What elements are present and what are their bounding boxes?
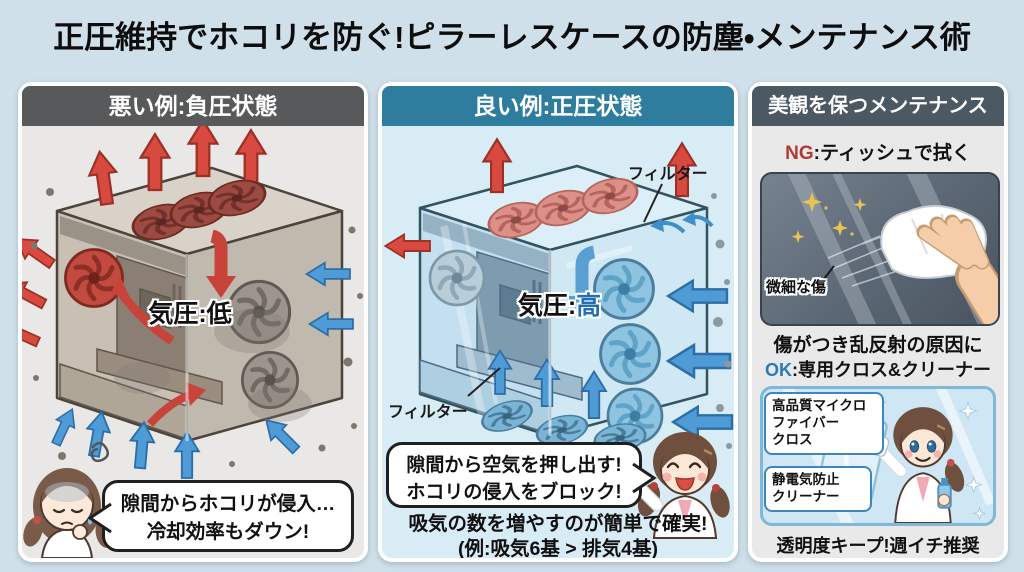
pressure-low-prefix: 気圧: [148,300,207,328]
internal-airflow-arrow [567,245,597,318]
hair-clip-icon [703,448,713,456]
cloth-label-box: 高品質マイクロ ファイバー クロス [764,392,884,455]
bad-panel-header: 悪い例:負圧状態 [22,86,364,126]
cleaner-label-box: 静電気防止 クリーナー [764,466,872,512]
filter-pointer-line-bottom [467,367,501,397]
speech-bubble-tail [632,462,657,494]
eyes [909,440,937,453]
hair-clip-icon [936,424,946,431]
tissue-wipe-scene [787,174,998,324]
cloth-label-text: 高品質マイクロ ファイバー クロス [772,398,867,447]
ok-badge: OK [765,360,792,380]
good-speech-bubble: 隙間から空気を押し出す! ホコリの侵入をブロック! [386,442,657,508]
pressure-low-value: 低 [206,300,232,328]
bad-speech-bubble: 隙間からホコリが侵入… 冷却効率もダウン! [87,480,354,552]
hand [916,214,998,324]
page-title: 正圧維持でホコリを防ぐ!ピラーレスケースの防塵・メンテナンス術 [53,20,971,55]
good-speech-text: 隙間から空気を押し出す! ホコリの侵入をブロック! [406,455,622,503]
maintenance-panel-header: 美観を保つメンテナンス [752,86,1004,126]
dust-specks [30,188,363,467]
cleaner-label-text: 静電気防止 クリーナー [772,472,840,504]
ng-tissue-illustration [760,172,1000,326]
pressure-high-label: 気圧:高 [477,286,642,322]
annotation-pointer-line [813,265,835,293]
ok-heading: OK:専用クロス&クリーナー [752,356,1004,382]
gloom-scribble-icon [90,441,110,463]
ng-caption: 傷がつき乱反射の原因に [773,335,983,356]
speech-bubble-tail [87,502,112,534]
panel-maintenance: 美観を保つメンテナンス NG:ティッシュで拭く [748,82,1008,562]
dusty-pc-case-illustration [22,126,363,479]
clean-pc-case-illustration [384,138,734,493]
clean-interior-components [419,213,583,436]
ok-heading-text: :専用クロス&クリーナー [792,360,991,380]
good-panel-header: 良い例:正圧状態 [382,86,734,126]
ng-annotation-label: 微細な傷 [766,279,827,296]
filter-label-top: フィルター [628,166,708,183]
pressure-high-prefix: 気圧: [517,292,577,320]
panel-good-example: 良い例:正圧状態 [378,82,738,562]
ok-caption: 透明度キープ!週イチ推奨 [776,536,980,556]
good-panel-body: フィルター フィルター 気圧:高 隙間から空気を押し出す! ホコリの侵入をブロ [382,126,734,558]
panel-bad-example: 悪い例:負圧状態 [18,82,368,562]
bad-panel-body: 気圧:低 隙間からホコリが侵入… 冷却効率もダウン! [22,126,364,558]
ng-badge: NG [785,143,814,164]
cleaner-bottle [937,478,952,509]
front-fan [430,251,484,305]
pressure-high-value: 高 [576,292,602,320]
ng-heading: NG:ティッシュで拭く [752,138,1004,165]
ng-heading-text: :ティッシュで拭く [813,143,971,164]
left-exhaust-arrows-icon [22,229,60,353]
filter-label-bottom: フィルター [388,404,468,421]
maintenance-panel-body: NG:ティッシュで拭く [752,126,1004,558]
blocked-dust-specks [711,193,732,449]
filter-pointer-line-top [643,183,663,223]
pressure-low-label: 気圧:低 [110,294,270,330]
bad-speech-text: 隙間からホコリが侵入… 冷却効率もダウン! [120,493,336,543]
sparkle-icons [791,192,867,244]
sad-girl-character [23,441,113,558]
good-footnote: 吸気の数を増やすのが簡単で確実! (例:吸気6基 > 排気4基) [408,513,708,558]
internal-hot-airflow-arrows [110,229,236,427]
